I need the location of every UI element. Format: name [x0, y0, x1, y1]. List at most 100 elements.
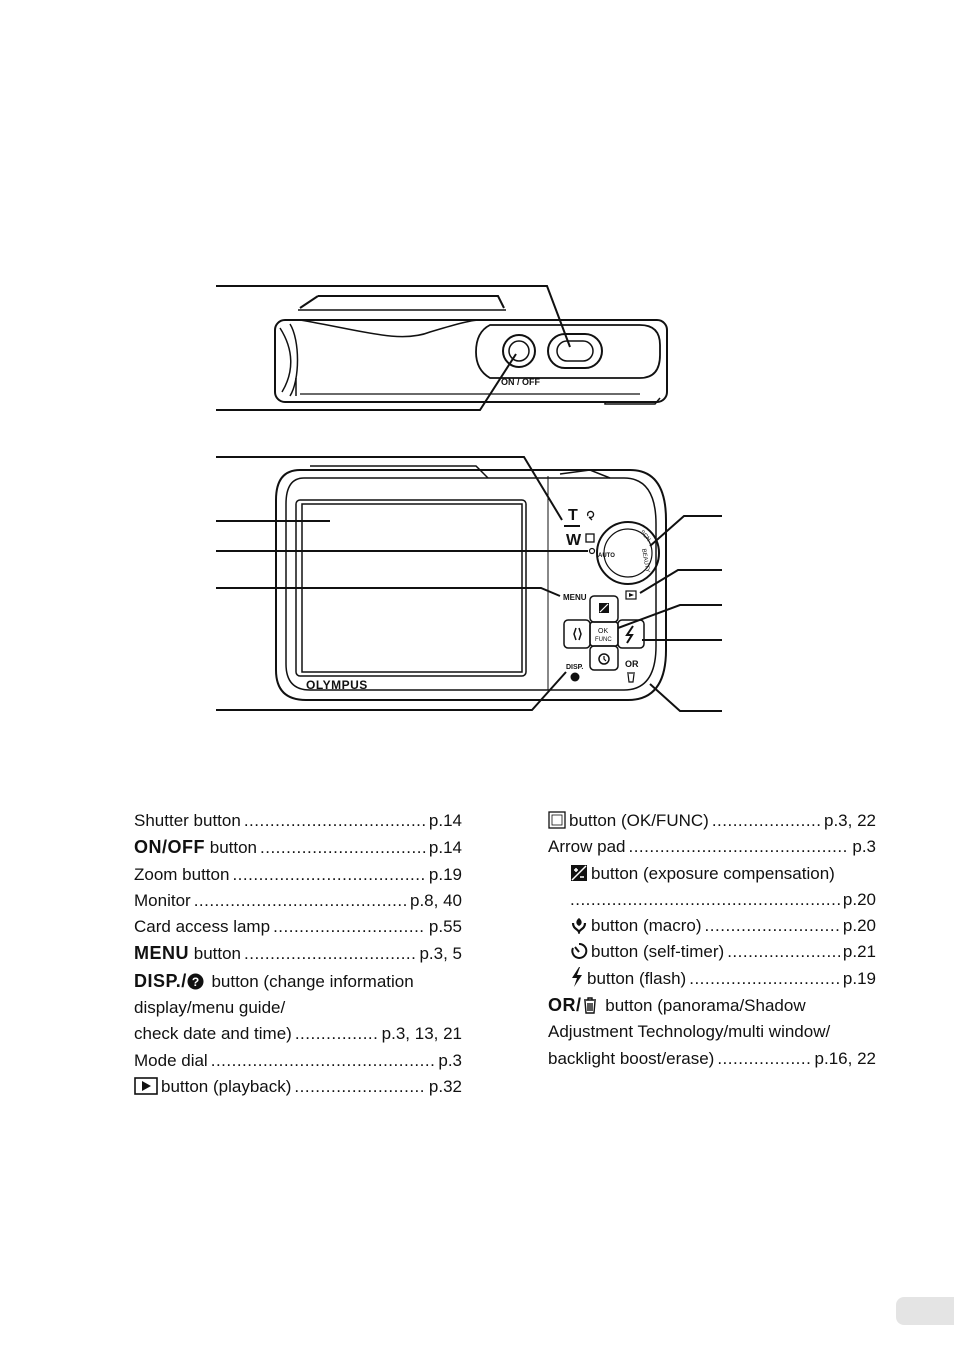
olympus-logo: OLYMPUS [306, 678, 368, 692]
leader-dots [294, 1074, 426, 1100]
camera-back-view [275, 465, 667, 701]
entry-label: button (panorama/Shadow [605, 996, 806, 1016]
ok-func-icon [548, 811, 566, 829]
entry-disp-line2: display/menu guide/ [134, 998, 286, 1018]
entry-monitor: Monitor p.8, 40 [134, 888, 462, 914]
entry-selftimer: button (self-timer) p.21 [548, 939, 876, 965]
page-ref: p.19 [842, 968, 876, 988]
entry-mode-dial: Mode dial p.3 [134, 1048, 462, 1074]
page-ref: p.3, 5 [419, 944, 462, 964]
page-ref: p.16, 22 [814, 1048, 876, 1068]
page-ref: p.55 [428, 917, 462, 937]
leader-dots [712, 808, 821, 834]
entry-menu: MENU button p.3, 5 [134, 940, 462, 967]
leader-dots [717, 1046, 811, 1072]
page-ref: p.3 [438, 1050, 462, 1070]
entry-playback: button (playback) p.32 [134, 1074, 462, 1100]
page-ref: p.14 [428, 838, 462, 858]
trash-erase-icon [583, 997, 596, 1014]
entry-label: Mode dial [134, 1050, 208, 1070]
entry-label: Monitor [134, 890, 191, 910]
dial-label-auto: AUTO [598, 553, 615, 559]
page-ref: p.3, 22 [824, 811, 876, 830]
entry-shutter: Shutter button p.14 [134, 808, 462, 834]
camera-diagram: ON / OFF T W MENU OK FUNC DISP. OR AUTO … [216, 285, 722, 712]
menu-symbol: MENU [134, 943, 189, 964]
entry-disp-line3: check date and time) p.3, 13, 21 [134, 1021, 462, 1047]
entry-or-line2: Adjustment Technology/multi window/ [548, 1022, 831, 1042]
leader-dots [727, 939, 840, 965]
entry-flash: button (flash) p.19 [548, 966, 876, 992]
leader-dots [705, 913, 840, 939]
entry-label: button [209, 838, 257, 858]
leader-dots [260, 835, 426, 861]
entry-label: button (flash) [587, 968, 687, 988]
leader-dots [244, 808, 426, 834]
leader-dots [244, 941, 416, 967]
leader-lines [216, 285, 722, 712]
page-ref: p.19 [428, 864, 462, 884]
ok-body-label-1: OK [598, 628, 608, 635]
onoff-symbol: ON/OFF [134, 837, 205, 858]
exposure-compensation-icon [571, 864, 587, 881]
entry-or-line1: OR/ button (panorama/Shadow [548, 992, 876, 1019]
page-ref: p.21 [842, 942, 876, 962]
page-edge-tab [896, 1297, 954, 1325]
leader-dots [232, 862, 425, 888]
leader-dots [273, 914, 426, 940]
or-body-label: OR [625, 659, 639, 669]
self-timer-icon [571, 943, 588, 960]
entry-card-lamp: Card access lamp p.55 [134, 914, 462, 940]
leader-dots [628, 834, 849, 860]
page-ref: p.20 [842, 889, 876, 909]
entry-zoom: Zoom button p.19 [134, 862, 462, 888]
onoff-body-label: ON / OFF [501, 377, 540, 387]
parts-list-left: Shutter button p.14 ON/OFF button p.14 Z… [134, 808, 462, 1100]
ok-body-label-2: FUNC [595, 637, 612, 643]
entry-okfunc: button (OK/FUNC) p.3, 22 [548, 808, 876, 834]
entry-label: Arrow pad [548, 837, 626, 857]
help-guide-icon: ? [187, 973, 204, 990]
disp-body-label: DISP. [566, 664, 583, 671]
entry-onoff: ON/OFF button p.14 [134, 834, 462, 861]
page-ref: p.8, 40 [410, 890, 462, 910]
entry-label: Zoom button [134, 864, 230, 884]
entry-disp-line1: DISP./? button (change information [134, 968, 462, 995]
flash-icon [572, 966, 582, 987]
page-ref: p.32 [428, 1076, 462, 1096]
entry-exposure-line1: button (exposure compensation) [548, 861, 876, 887]
menu-body-label: MENU [563, 593, 587, 602]
leader-dots [295, 1021, 379, 1047]
parts-list-right: button (OK/FUNC) p.3, 22 Arrow pad p.3 b… [548, 808, 876, 1072]
page-ref: p.3 [852, 837, 876, 857]
entry-arrow-pad: Arrow pad p.3 [548, 834, 876, 860]
leader-dots [211, 1048, 436, 1074]
zoom-t-label: T [568, 507, 578, 524]
disp-symbol: DISP./ [134, 970, 187, 991]
entry-label: button (OK/FUNC) [569, 811, 709, 830]
entry-label: button (change information [211, 971, 414, 991]
entry-exposure-line2: p.20 [548, 887, 876, 913]
svg-text:?: ? [192, 975, 199, 989]
camera-top-view [274, 295, 668, 405]
entry-or-line3: backlight boost/erase) p.16, 22 [548, 1046, 876, 1072]
entry-label: check date and time) [134, 1024, 292, 1044]
entry-label: Shutter button [134, 811, 241, 830]
entry-label: backlight boost/erase) [548, 1048, 715, 1068]
dial-label-beauty: BEAUTY [640, 548, 650, 573]
leader-dots [194, 888, 407, 914]
macro-icon [571, 918, 587, 935]
zoom-w-label: W [566, 532, 582, 549]
playback-icon [134, 1077, 158, 1095]
leader-dots [689, 966, 840, 992]
entry-label: button [193, 944, 241, 964]
or-symbol: OR/ [548, 995, 582, 1016]
entry-label: button (macro) [591, 916, 702, 936]
entry-label: button (exposure compensation) [591, 863, 835, 883]
page-ref: p.14 [428, 811, 462, 830]
entry-label: button (playback) [161, 1076, 292, 1096]
page-ref: p.20 [842, 916, 876, 936]
entry-label: Card access lamp [134, 917, 271, 937]
page-ref: p.3, 13, 21 [381, 1024, 462, 1044]
leader-dots [570, 887, 840, 913]
